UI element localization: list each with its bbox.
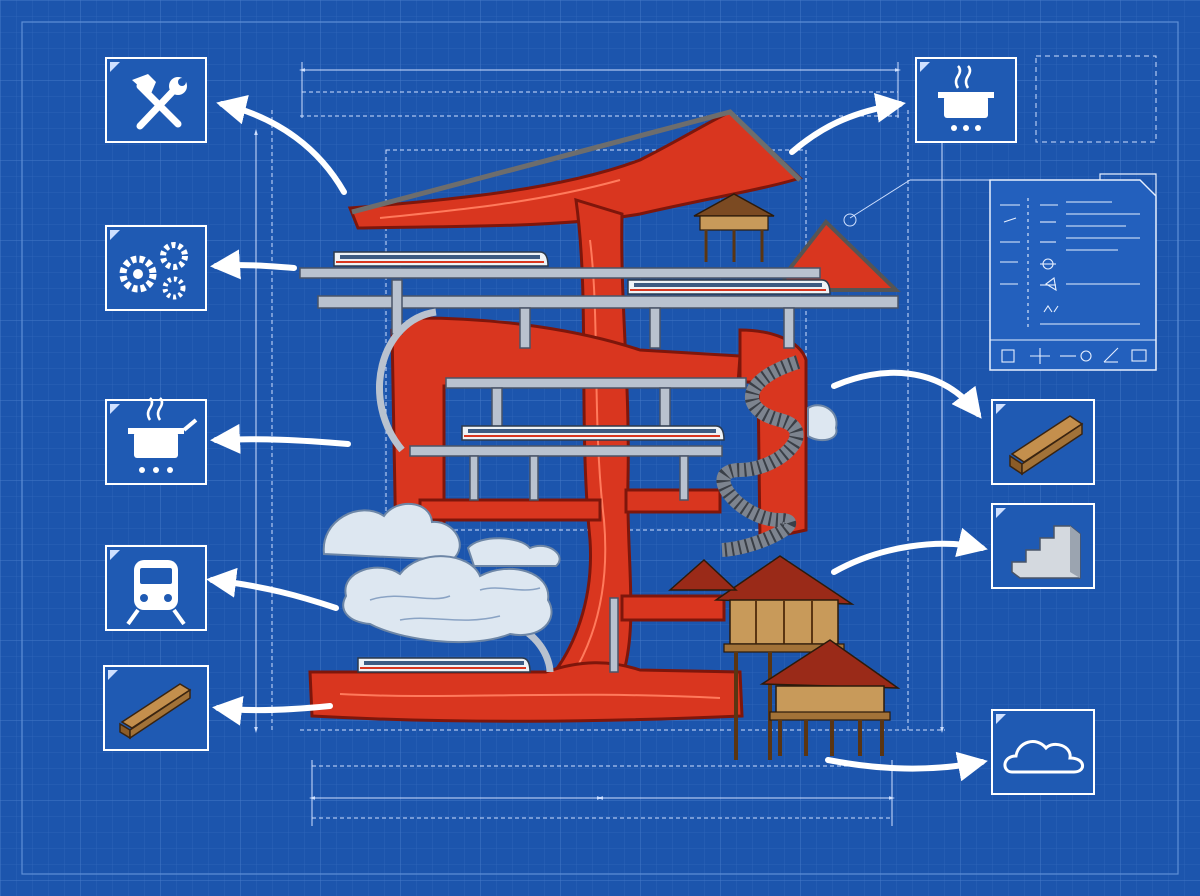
left-icon-column <box>103 57 209 751</box>
detail-drawing-sheet <box>989 173 1157 371</box>
timber-beam-icon[interactable] <box>103 665 209 751</box>
clouds <box>322 404 838 644</box>
staircase-steps <box>716 355 804 557</box>
cloud-icon[interactable] <box>991 709 1095 795</box>
tools-icon[interactable] <box>105 57 207 143</box>
stilt-house-upper <box>713 555 855 760</box>
connector-arrows <box>206 92 988 782</box>
lower-crossbar <box>620 594 726 622</box>
right-icon-column <box>915 57 1095 795</box>
bottom-base <box>308 661 744 723</box>
railway-viaducts <box>299 267 899 673</box>
stairs-icon[interactable] <box>991 503 1095 589</box>
cloud-swirls <box>369 587 541 621</box>
timber-beam-icon[interactable] <box>991 399 1095 485</box>
dimension-lines <box>254 62 990 826</box>
blueprint-frame <box>21 21 1179 875</box>
train-windows <box>340 255 822 665</box>
stilt-house-top <box>693 193 775 262</box>
dashed-placeholder-box <box>1035 55 1157 143</box>
gears-icon[interactable] <box>105 225 207 311</box>
stilt-house-lower <box>668 558 901 756</box>
train-stripes <box>336 261 826 669</box>
train-icon[interactable] <box>105 545 207 631</box>
cooking-pot-icon[interactable] <box>105 397 207 485</box>
cooking-pot-icon[interactable] <box>915 57 1017 143</box>
